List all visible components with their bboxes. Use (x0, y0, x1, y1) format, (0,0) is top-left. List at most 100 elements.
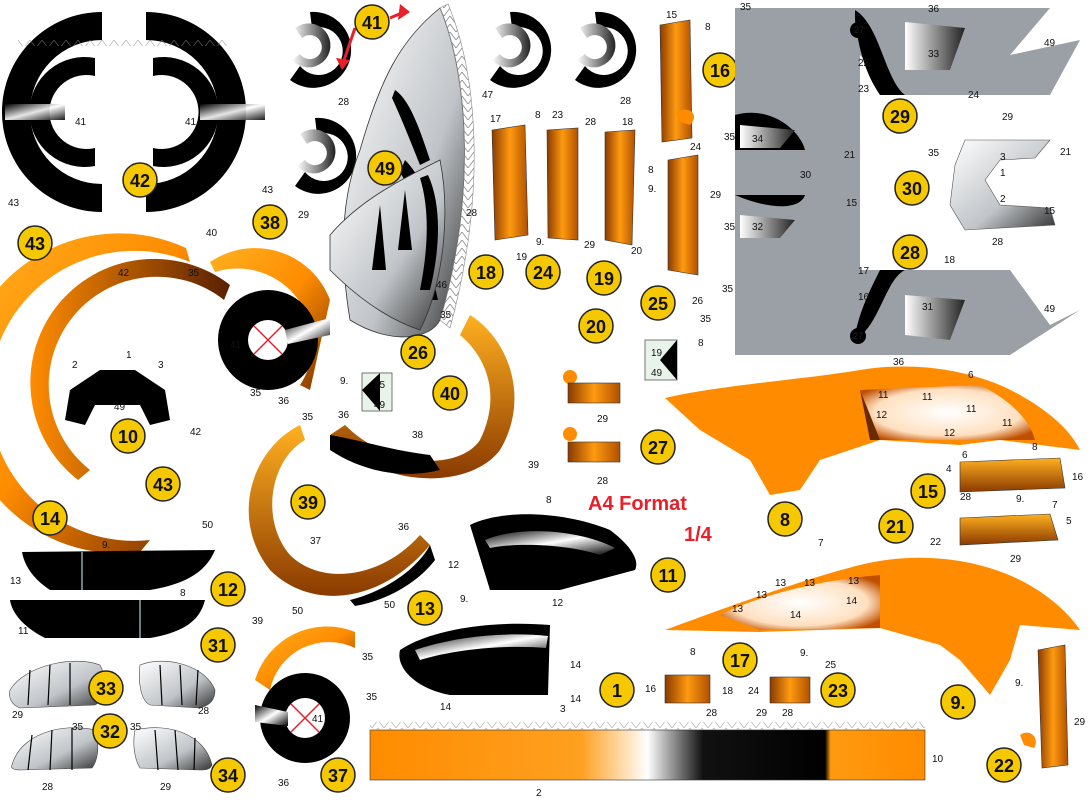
part-14: 9. 13 (10, 540, 215, 590)
badge-16: 16 (702, 52, 738, 88)
part-11: 8 12 12 (448, 495, 637, 609)
label-8b-cyl: 8 (648, 165, 654, 176)
svg-text:34: 34 (218, 766, 238, 786)
part-grey-hull: 27 27 33 31 34 32 35 36 36 49 49 22 23 2… (700, 2, 1080, 368)
label-11d-p8: 11 (1002, 418, 1013, 429)
part-26: 25 49 9. (340, 372, 393, 412)
label-47: 47 (482, 90, 494, 101)
label-18-cyl: 18 (622, 117, 634, 128)
label-14c-p13: 14 (440, 702, 452, 713)
label-42-ring2: 42 (190, 427, 202, 438)
svg-text:27: 27 (648, 438, 668, 458)
label-4-p15: 4 (946, 464, 952, 475)
label-18-p17: 18 (722, 686, 734, 697)
label-50-p39: 50 (202, 520, 214, 531)
part-23: 9. 25 24 29 28 (748, 648, 837, 719)
label-14b-p9: 14 (790, 610, 802, 621)
label-2-p1: 2 (536, 788, 542, 799)
label-2-p10: 2 (72, 360, 78, 371)
label-36-p40: 36 (338, 410, 350, 421)
part-8-wing: 6 11 11 11 11 12 12 (665, 366, 1080, 495)
badge-31: 31 (200, 627, 236, 663)
label-6-p8: 6 (968, 370, 974, 381)
label-22-p21: 22 (930, 537, 942, 548)
badge-20: 20 (578, 308, 614, 344)
label-49b-hull: 49 (1044, 304, 1056, 315)
svg-text:20: 20 (586, 317, 606, 337)
label-28-p30: 28 (992, 237, 1004, 248)
part-20: 19 49 8 (644, 338, 704, 381)
svg-text:14: 14 (40, 509, 60, 529)
label-49-p20: 49 (651, 368, 663, 379)
label-41-p37: 41 (312, 714, 324, 725)
svg-text:32: 32 (100, 722, 120, 742)
label-35c-hull: 35 (700, 314, 712, 325)
label-15-cyl: 15 (666, 10, 678, 21)
label-35b-p37: 35 (366, 692, 378, 703)
label-22-hull: 22 (858, 58, 870, 69)
label-13-p14: 13 (10, 576, 22, 587)
svg-text:8: 8 (780, 510, 790, 530)
label-13d-p9: 13 (756, 590, 768, 601)
label-23-cyl: 23 (552, 110, 564, 121)
label-8-p12: 8 (180, 588, 186, 599)
label-8-p11: 8 (546, 495, 552, 506)
label-35e-hull: 35 (724, 222, 736, 233)
svg-text:18: 18 (476, 263, 496, 283)
part-31-pod: 28 (139, 660, 216, 717)
svg-text:49: 49 (375, 159, 395, 179)
label-40-p38: 40 (206, 228, 218, 239)
label-29-p30: 29 (1002, 112, 1014, 123)
label-14-p13: 14 (570, 660, 582, 671)
label-6-p15: 6 (962, 450, 968, 461)
label-9-p14: 9. (102, 540, 110, 551)
label-7-p9: 7 (818, 538, 824, 549)
svg-text:40: 40 (440, 384, 460, 404)
label-29-p22: 29 (1074, 717, 1086, 728)
badge-33: 33 (88, 670, 124, 706)
label-24-p23: 24 (748, 686, 760, 697)
label-9-p23: 9. (800, 648, 808, 659)
svg-text:26: 26 (408, 343, 428, 363)
label-28-p17: 28 (706, 708, 718, 719)
svg-text:23: 23 (828, 681, 848, 701)
label-8-p20: 8 (698, 338, 704, 349)
label-11a-p8: 11 (878, 390, 889, 401)
part-10: 1 2 3 49 (65, 350, 170, 425)
label-35b-hull: 35 (722, 284, 734, 295)
svg-text:43: 43 (153, 475, 173, 495)
label-14a-p9: 14 (846, 596, 858, 607)
label-29-p33: 29 (12, 710, 24, 721)
part-15: 6 8 4 16 28 (946, 442, 1084, 503)
label-15-p30: 15 (1044, 206, 1056, 217)
label-8-p17: 8 (690, 647, 696, 658)
part-38-arc: 40 35 41 35 36 (188, 228, 330, 407)
label-41-p38: 41 (230, 340, 242, 351)
badge-9: 9. (940, 684, 976, 720)
label-8c-cyl: 8 (705, 22, 711, 33)
label-28-p23: 28 (782, 708, 794, 719)
label-32-hull: 32 (752, 222, 764, 233)
label-49-hull: 49 (1044, 38, 1056, 49)
part-39-arc: 35 50 37 36 50 50 (202, 412, 435, 617)
label-13b-p9: 13 (804, 578, 816, 589)
svg-text:30: 30 (902, 179, 922, 199)
badge-17: 17 (722, 642, 758, 678)
label-35-p34: 35 (130, 722, 142, 733)
label-46: 46 (436, 280, 448, 291)
svg-text:33: 33 (96, 679, 116, 699)
label-21-p30: 21 (1060, 147, 1072, 158)
label-43a: 43 (8, 198, 20, 209)
badge-11: 11 (650, 557, 686, 593)
label-29b-cyl: 29 (710, 190, 722, 201)
label-29-cyl: 29 (584, 240, 596, 251)
badge-30: 30 (894, 170, 930, 206)
label-35-p37: 35 (362, 652, 374, 663)
svg-text:31: 31 (208, 636, 228, 656)
label-13e-p9: 13 (732, 604, 744, 615)
badge-37: 37 (320, 757, 356, 793)
label-41a: 41 (75, 117, 87, 128)
label-27b: 27 (853, 331, 863, 341)
badge-21: 21 (878, 508, 914, 544)
label-13a-p9: 13 (775, 578, 787, 589)
